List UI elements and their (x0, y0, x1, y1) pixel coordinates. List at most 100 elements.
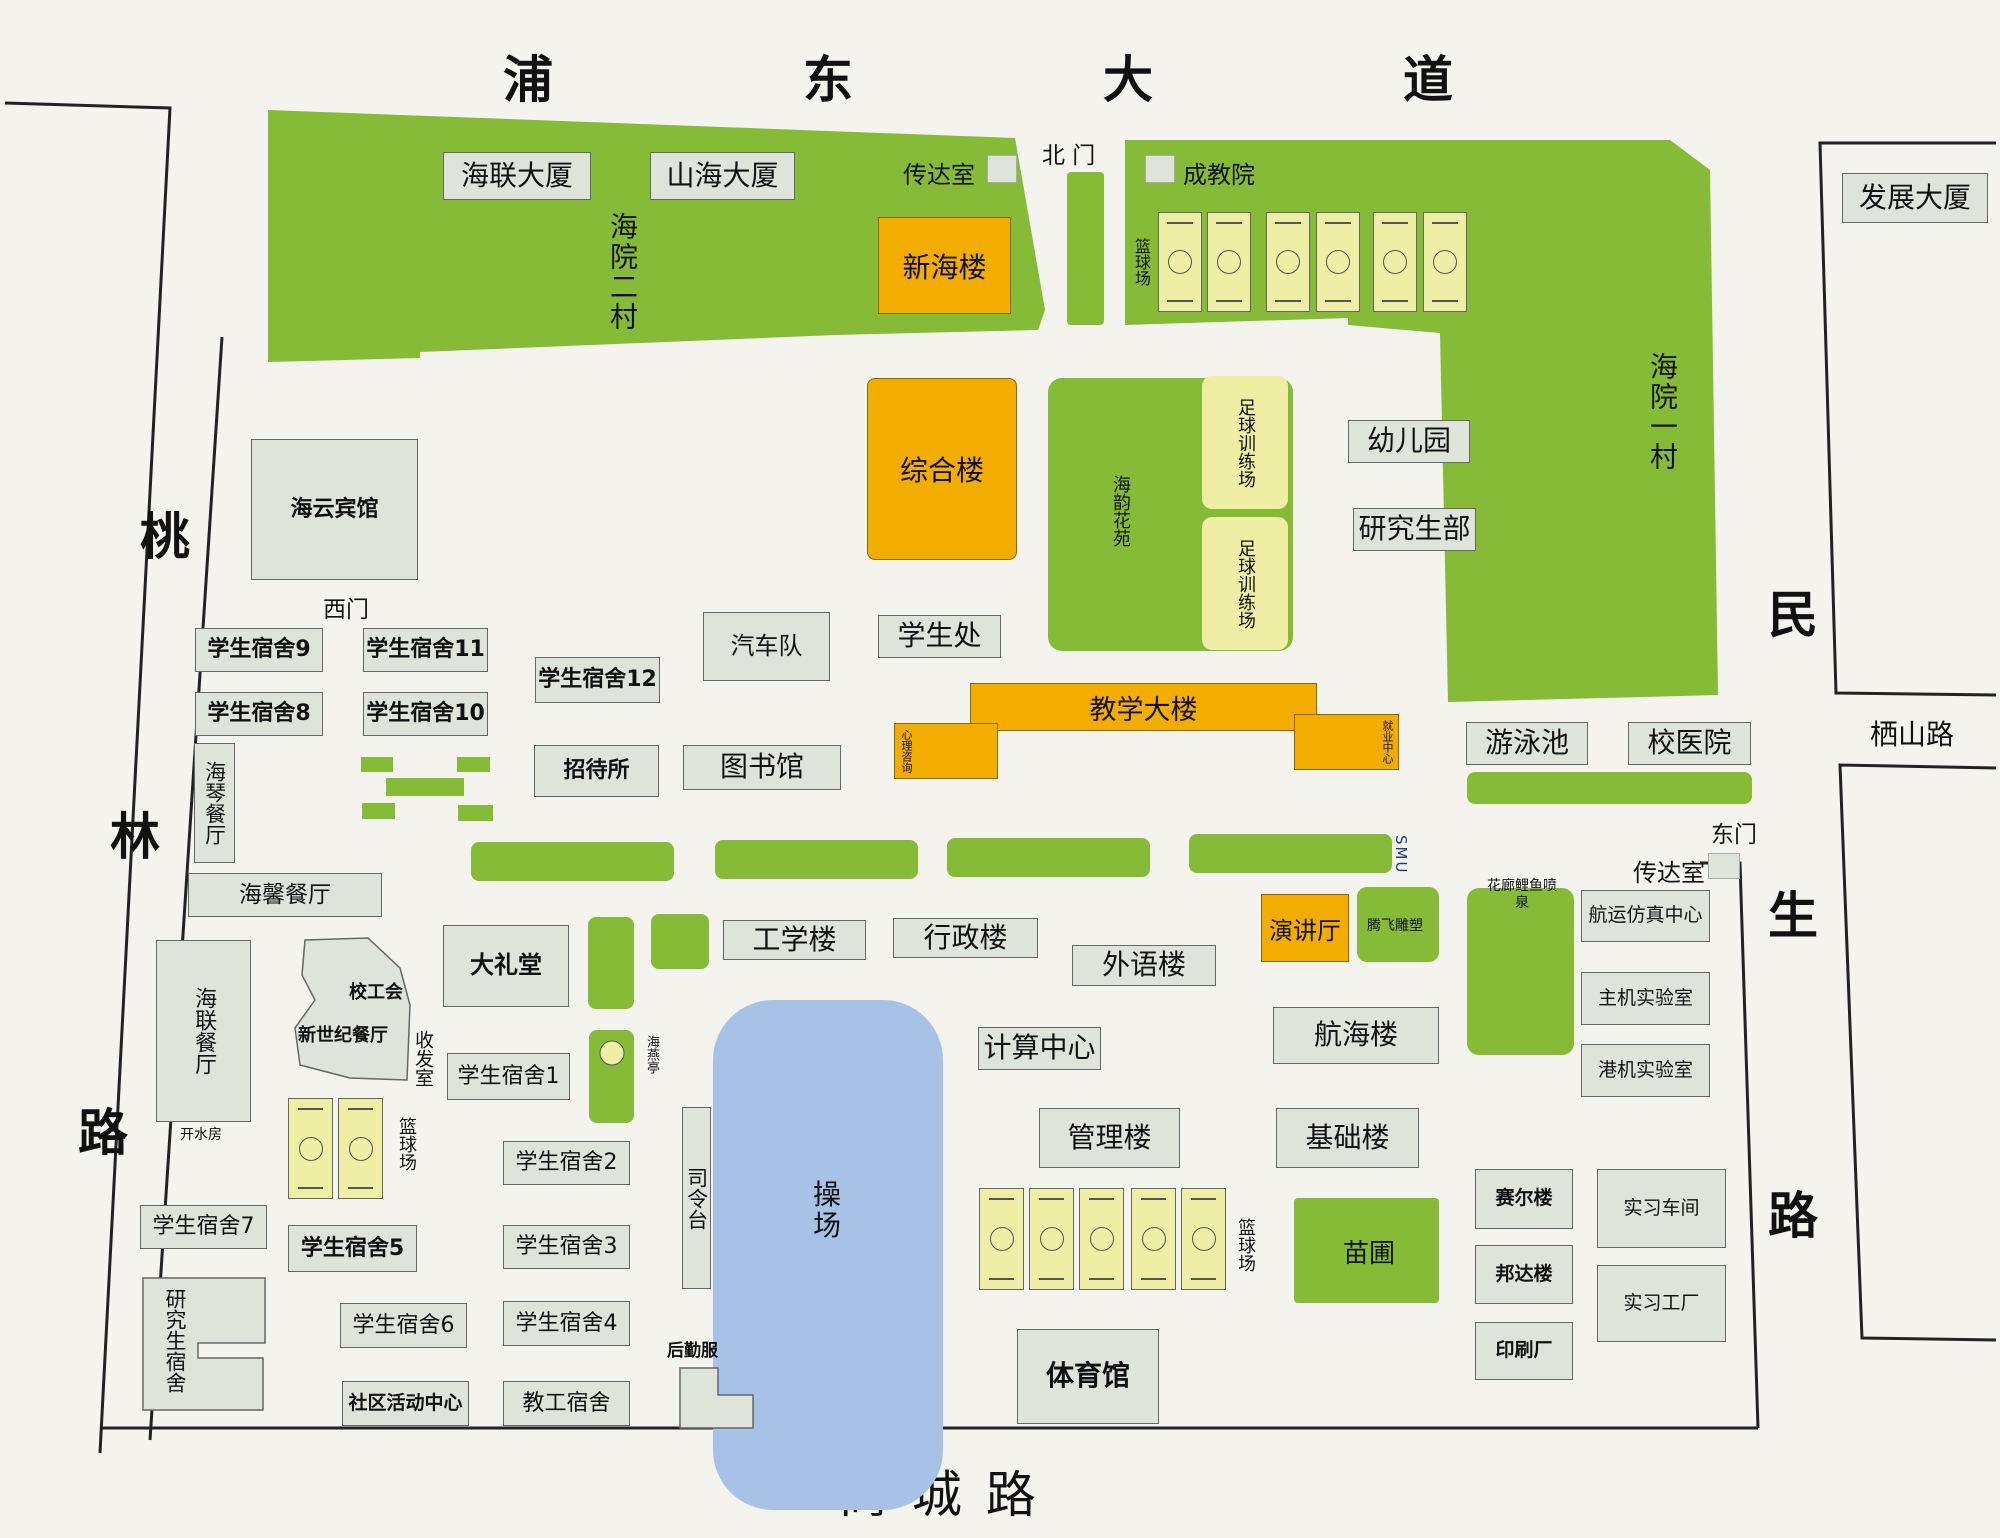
court-south-2 (1029, 1188, 1074, 1290)
bld-susheng-10[interactable]: 学生宿舍10 (363, 692, 488, 736)
bld-susheng-9[interactable]: 学生宿舍9 (195, 628, 323, 672)
court-south-1 (979, 1188, 1024, 1290)
bld-zhuji-shiyanshi[interactable]: 主机实验室 (1581, 972, 1710, 1025)
label-haiyuan-ercun: 海院二村 (606, 212, 639, 332)
bld-hanghailou[interactable]: 航海楼 (1273, 1007, 1439, 1064)
bld-haiqin-canting[interactable]: 海琴餐厅 (194, 743, 235, 863)
label-lanqiuchang-north: 篮球场 (1132, 238, 1151, 286)
label-silingtai: 司令台 (684, 1166, 709, 1230)
label-chuandashi-east: 传达室 (1633, 859, 1705, 887)
road-pudong-char-3: 大 (1103, 51, 1153, 109)
label-haiyun-huayuan: 海韵花苑 (1110, 475, 1131, 547)
bld-tiyuguan[interactable]: 体育馆 (1017, 1329, 1159, 1424)
bld-haixin-canting[interactable]: 海馨餐厅 (188, 873, 382, 917)
bld-jichulou[interactable]: 基础楼 (1276, 1108, 1419, 1168)
road-minsheng-char-1: 民 (1768, 586, 1818, 644)
bld-susheng-12[interactable]: 学生宿舍12 (535, 657, 660, 703)
bld-hailian-dasha[interactable]: 海联大厦 (443, 152, 591, 200)
bld-shanhai-dasha[interactable]: 山海大厦 (650, 152, 795, 200)
road-taolin-char-3: 路 (78, 1104, 128, 1162)
court-north-6 (1423, 212, 1467, 312)
label-haiyuan-yicun: 海院一村 (1646, 352, 1679, 472)
bld-xueshengchu[interactable]: 学生处 (878, 615, 1001, 658)
bld-susheng-5[interactable]: 学生宿舍5 (288, 1225, 417, 1272)
bld-tushuguan[interactable]: 图书馆 (683, 745, 841, 790)
bld-susheng-7[interactable]: 学生宿舍7 (140, 1205, 267, 1249)
bld-jisuan-zhongxin[interactable]: 计算中心 (978, 1027, 1101, 1070)
gate-north: 北 门 (1042, 143, 1096, 169)
bld-saierlou[interactable]: 赛尔楼 (1475, 1169, 1573, 1229)
bld-gangji-shiyanshi[interactable]: 港机实验室 (1581, 1044, 1710, 1097)
label-haiyanting: 海燕亭 (644, 1035, 659, 1074)
bld-yanjiangting[interactable]: 演讲厅 (1261, 894, 1349, 962)
label-lanqiuchang-south: 篮球场 (1235, 1218, 1256, 1272)
bld-youeryuan[interactable]: 幼儿园 (1348, 420, 1470, 463)
bld-susheng-2[interactable]: 学生宿舍2 (503, 1141, 630, 1185)
label-hualang: 花廊鲤鱼喷泉 (1487, 878, 1557, 911)
bld-xiaoyiyuan[interactable]: 校医院 (1628, 722, 1751, 765)
label-tengfei: 腾飞雕塑 (1367, 918, 1423, 934)
bld-hangyun-fangzhen[interactable]: 航运仿真中心 (1581, 890, 1710, 942)
gate-east: 东门 (1711, 822, 1757, 848)
field-zuqiu-1[interactable]: 足球训练场 (1202, 376, 1288, 509)
bld-dalitang[interactable]: 大礼堂 (443, 925, 569, 1007)
bld-xinshiji-canting[interactable] (296, 938, 410, 1080)
bld-susheng-8[interactable]: 学生宿舍8 (195, 692, 323, 736)
bld-gongxuelou[interactable]: 工学楼 (723, 920, 866, 960)
bld-bangdalou[interactable]: 邦达楼 (1475, 1245, 1573, 1304)
label-jiuye-zhongxin: 就业中心 (1381, 720, 1394, 764)
bld-yjs-sushe[interactable] (143, 1278, 265, 1410)
label-houqin: 后勤服 (667, 1341, 718, 1361)
bld-yanjiushengbu[interactable]: 研究生部 (1353, 508, 1476, 551)
bld-zonghelou[interactable]: 综合楼 (867, 378, 1017, 560)
bld-hailian-canting[interactable]: 海联餐厅 (156, 940, 251, 1122)
bld-youyongchi[interactable]: 游泳池 (1466, 722, 1588, 765)
label-hailian-canting: 海联餐厅 (191, 987, 217, 1075)
label-xinshiji-canting: 新世纪餐厅 (298, 1025, 388, 1046)
bld-susheng-4[interactable]: 学生宿舍4 (503, 1301, 630, 1346)
road-taolin-char-2: 林 (110, 808, 160, 866)
bld-jiuye-zhongxin[interactable]: 就业中心 (1294, 714, 1399, 770)
road-minsheng-char-2: 生 (1768, 887, 1818, 945)
label-smu: SMU (1392, 835, 1410, 875)
bld-xingzhenglou[interactable]: 行政楼 (893, 918, 1038, 958)
road-pudong-char-2: 东 (803, 51, 853, 109)
label-xinli-zixun: 心理咨询 (900, 729, 913, 773)
bld-shixi-gongchang[interactable]: 实习工厂 (1597, 1265, 1726, 1342)
bld-susheng-11[interactable]: 学生宿舍11 (363, 628, 488, 672)
bld-shixi-chejian[interactable]: 实习车间 (1597, 1169, 1726, 1248)
bld-susheng-1[interactable]: 学生宿舍1 (447, 1053, 570, 1100)
bld-jiaoxue-dalou[interactable]: 教学大楼 (970, 683, 1317, 731)
chengjiaoyuan-box (1145, 155, 1175, 183)
field-zuqiu-2[interactable]: 足球训练场 (1202, 517, 1288, 650)
bld-susheng-3[interactable]: 学生宿舍3 (503, 1225, 630, 1269)
court-north-5 (1373, 212, 1417, 312)
label-xiaogonghui: 校工会 (349, 982, 403, 1003)
bld-haiyun-binguan[interactable]: 海云宾馆 (251, 439, 418, 580)
label-miaopu: 苗圃 (1343, 1239, 1396, 1269)
bld-houqin[interactable] (680, 1368, 753, 1428)
road-pudong-char-1: 浦 (503, 51, 553, 109)
court-south-4 (1131, 1188, 1176, 1290)
label-yjs-sushe: 研究生宿舍 (163, 1288, 187, 1393)
bld-waiyulou[interactable]: 外语楼 (1072, 945, 1216, 986)
bld-shequ[interactable]: 社区活动中心 (342, 1381, 469, 1426)
label-lanqiuchang-west: 篮球场 (396, 1117, 417, 1171)
bld-guanlilou[interactable]: 管理楼 (1039, 1108, 1180, 1168)
court-west-1 (288, 1098, 333, 1199)
bld-silingtai[interactable]: 司令台 (682, 1107, 711, 1289)
road-taolin-char-1: 桃 (140, 508, 190, 566)
bld-xinli-zixun[interactable]: 心理咨询 (894, 723, 998, 779)
bld-fazhan-dasha[interactable]: 发展大厦 (1842, 173, 1988, 223)
label-chuandashi-north: 传达室 (903, 161, 975, 189)
court-north-4 (1316, 212, 1360, 312)
bld-yinshuachang[interactable]: 印刷厂 (1475, 1322, 1573, 1380)
bld-qichedui[interactable]: 汽车队 (703, 612, 830, 681)
bld-xinhailou[interactable]: 新海楼 (878, 217, 1011, 314)
field-caochang[interactable] (713, 1000, 943, 1510)
bld-susheng-6[interactable]: 学生宿舍6 (340, 1303, 467, 1348)
court-north-1 (1158, 212, 1202, 312)
bld-zhaodaisuo[interactable]: 招待所 (534, 745, 659, 797)
bld-jiaogong-sushe[interactable]: 教工宿舍 (503, 1381, 630, 1426)
road-minsheng-char-3: 路 (1768, 1187, 1818, 1245)
